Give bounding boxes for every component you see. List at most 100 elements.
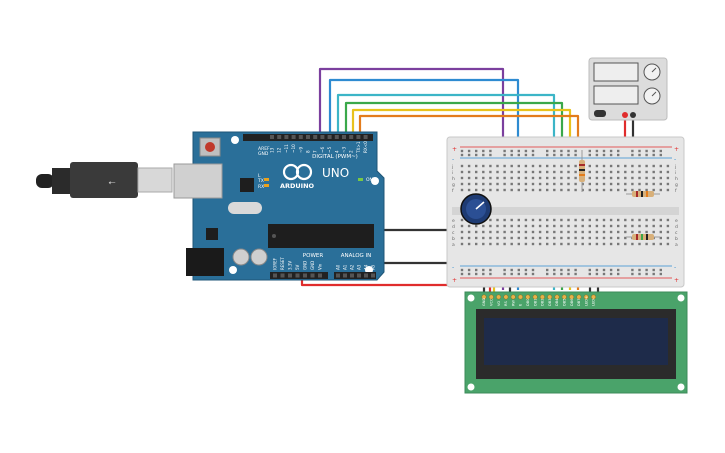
breadboard-hole[interactable]: [617, 182, 620, 186]
breadboard-rail-hole[interactable]: [652, 272, 655, 276]
breadboard-hole[interactable]: [588, 182, 591, 186]
breadboard-hole[interactable]: [524, 182, 528, 186]
breadboard-hole[interactable]: [567, 164, 570, 168]
breadboard-hole[interactable]: [659, 164, 662, 168]
breadboard-rail-hole[interactable]: [567, 268, 570, 272]
breadboard-hole[interactable]: [617, 164, 620, 168]
breadboard-hole[interactable]: [645, 188, 648, 192]
breadboard-hole[interactable]: [652, 218, 655, 222]
breadboard-hole[interactable]: [553, 164, 556, 168]
breadboard-hole[interactable]: [574, 242, 577, 246]
breadboard-rail-hole[interactable]: [659, 272, 662, 276]
breadboard-hole[interactable]: [631, 230, 634, 234]
breadboard-hole[interactable]: [638, 242, 641, 246]
breadboard-rail-hole[interactable]: [631, 272, 634, 276]
digital-pin-socket[interactable]: [363, 135, 368, 139]
breadboard-rail-hole[interactable]: [588, 153, 591, 157]
digital-pin-socket[interactable]: [334, 135, 339, 139]
breadboard-hole[interactable]: [609, 242, 613, 246]
breadboard-hole[interactable]: [489, 230, 492, 234]
breadboard-hole[interactable]: [510, 242, 513, 246]
breadboard-hole[interactable]: [652, 230, 655, 234]
breadboard-hole[interactable]: [659, 176, 662, 180]
breadboard-hole[interactable]: [517, 170, 520, 174]
breadboard-hole[interactable]: [645, 164, 648, 168]
breadboard-rail-hole[interactable]: [617, 149, 620, 153]
breadboard-hole[interactable]: [546, 176, 549, 180]
breadboard-hole[interactable]: [638, 182, 641, 186]
breadboard-rail-hole[interactable]: [546, 149, 549, 153]
breadboard-hole[interactable]: [574, 170, 577, 174]
breadboard-rail-hole[interactable]: [560, 268, 563, 272]
breadboard-hole[interactable]: [624, 230, 627, 234]
breadboard-hole[interactable]: [489, 224, 492, 228]
breadboard-rail-hole[interactable]: [553, 153, 556, 157]
breadboard-hole[interactable]: [595, 176, 599, 180]
breadboard-hole[interactable]: [482, 176, 485, 180]
breadboard-hole[interactable]: [482, 242, 485, 246]
breadboard-rail-hole[interactable]: [631, 149, 634, 153]
breadboard-hole[interactable]: [467, 188, 471, 192]
breadboard-hole[interactable]: [574, 188, 577, 192]
breadboard-hole[interactable]: [517, 176, 520, 180]
breadboard-hole[interactable]: [517, 230, 520, 234]
breadboard-rail-hole[interactable]: [460, 268, 464, 272]
breadboard-rail-hole[interactable]: [489, 153, 492, 157]
breadboard-hole[interactable]: [496, 224, 499, 228]
breadboard-hole[interactable]: [588, 176, 591, 180]
breadboard-hole[interactable]: [609, 230, 613, 234]
breadboard-hole[interactable]: [659, 224, 662, 228]
breadboard-rail-hole[interactable]: [659, 149, 662, 153]
breadboard-rail-hole[interactable]: [617, 272, 620, 276]
breadboard-rail-hole[interactable]: [467, 268, 471, 272]
breadboard-hole[interactable]: [602, 188, 606, 192]
breadboard-hole[interactable]: [546, 236, 549, 240]
power-switch[interactable]: [594, 110, 606, 117]
breadboard-hole[interactable]: [546, 242, 549, 246]
breadboard-hole[interactable]: [588, 218, 591, 222]
breadboard-hole[interactable]: [617, 230, 620, 234]
breadboard-hole[interactable]: [560, 164, 563, 168]
breadboard-rail-hole[interactable]: [567, 272, 570, 276]
breadboard-hole[interactable]: [624, 236, 627, 240]
breadboard-hole[interactable]: [553, 218, 556, 222]
breadboard-hole[interactable]: [581, 182, 584, 186]
breadboard-hole[interactable]: [624, 170, 627, 174]
breadboard-hole[interactable]: [631, 218, 634, 222]
breadboard-hole[interactable]: [567, 224, 570, 228]
breadboard-rail-hole[interactable]: [588, 149, 591, 153]
breadboard-hole[interactable]: [588, 170, 591, 174]
breadboard-hole[interactable]: [538, 176, 542, 180]
breadboard-hole[interactable]: [617, 188, 620, 192]
breadboard-hole[interactable]: [666, 176, 670, 180]
breadboard-hole[interactable]: [503, 164, 506, 168]
breadboard-hole[interactable]: [624, 164, 627, 168]
breadboard-rail-hole[interactable]: [560, 149, 563, 153]
power-pin-socket[interactable]: [280, 273, 285, 278]
breadboard-hole[interactable]: [531, 176, 535, 180]
power-pin-socket[interactable]: [288, 273, 292, 278]
potentiometer[interactable]: [460, 193, 492, 225]
breadboard-rail-hole[interactable]: [517, 272, 520, 276]
breadboard-hole[interactable]: [666, 188, 670, 192]
breadboard-hole[interactable]: [517, 236, 520, 240]
lcd-pin[interactable]: [561, 294, 567, 300]
breadboard-rail-hole[interactable]: [524, 153, 528, 157]
breadboard-hole[interactable]: [560, 224, 563, 228]
breadboard-hole[interactable]: [503, 236, 506, 240]
breadboard-hole[interactable]: [517, 188, 520, 192]
breadboard-hole[interactable]: [631, 188, 634, 192]
breadboard-hole[interactable]: [524, 224, 528, 228]
breadboard-hole[interactable]: [638, 164, 641, 168]
breadboard-hole[interactable]: [631, 242, 634, 246]
breadboard-hole[interactable]: [489, 242, 492, 246]
breadboard-hole[interactable]: [503, 218, 506, 222]
breadboard-rail-hole[interactable]: [609, 272, 613, 276]
breadboard-hole[interactable]: [574, 224, 577, 228]
breadboard-hole[interactable]: [645, 224, 648, 228]
breadboard-hole[interactable]: [624, 218, 627, 222]
breadboard-hole[interactable]: [595, 170, 599, 174]
breadboard-rail-hole[interactable]: [574, 153, 577, 157]
breadboard-hole[interactable]: [467, 170, 471, 174]
breadboard-hole[interactable]: [496, 188, 499, 192]
